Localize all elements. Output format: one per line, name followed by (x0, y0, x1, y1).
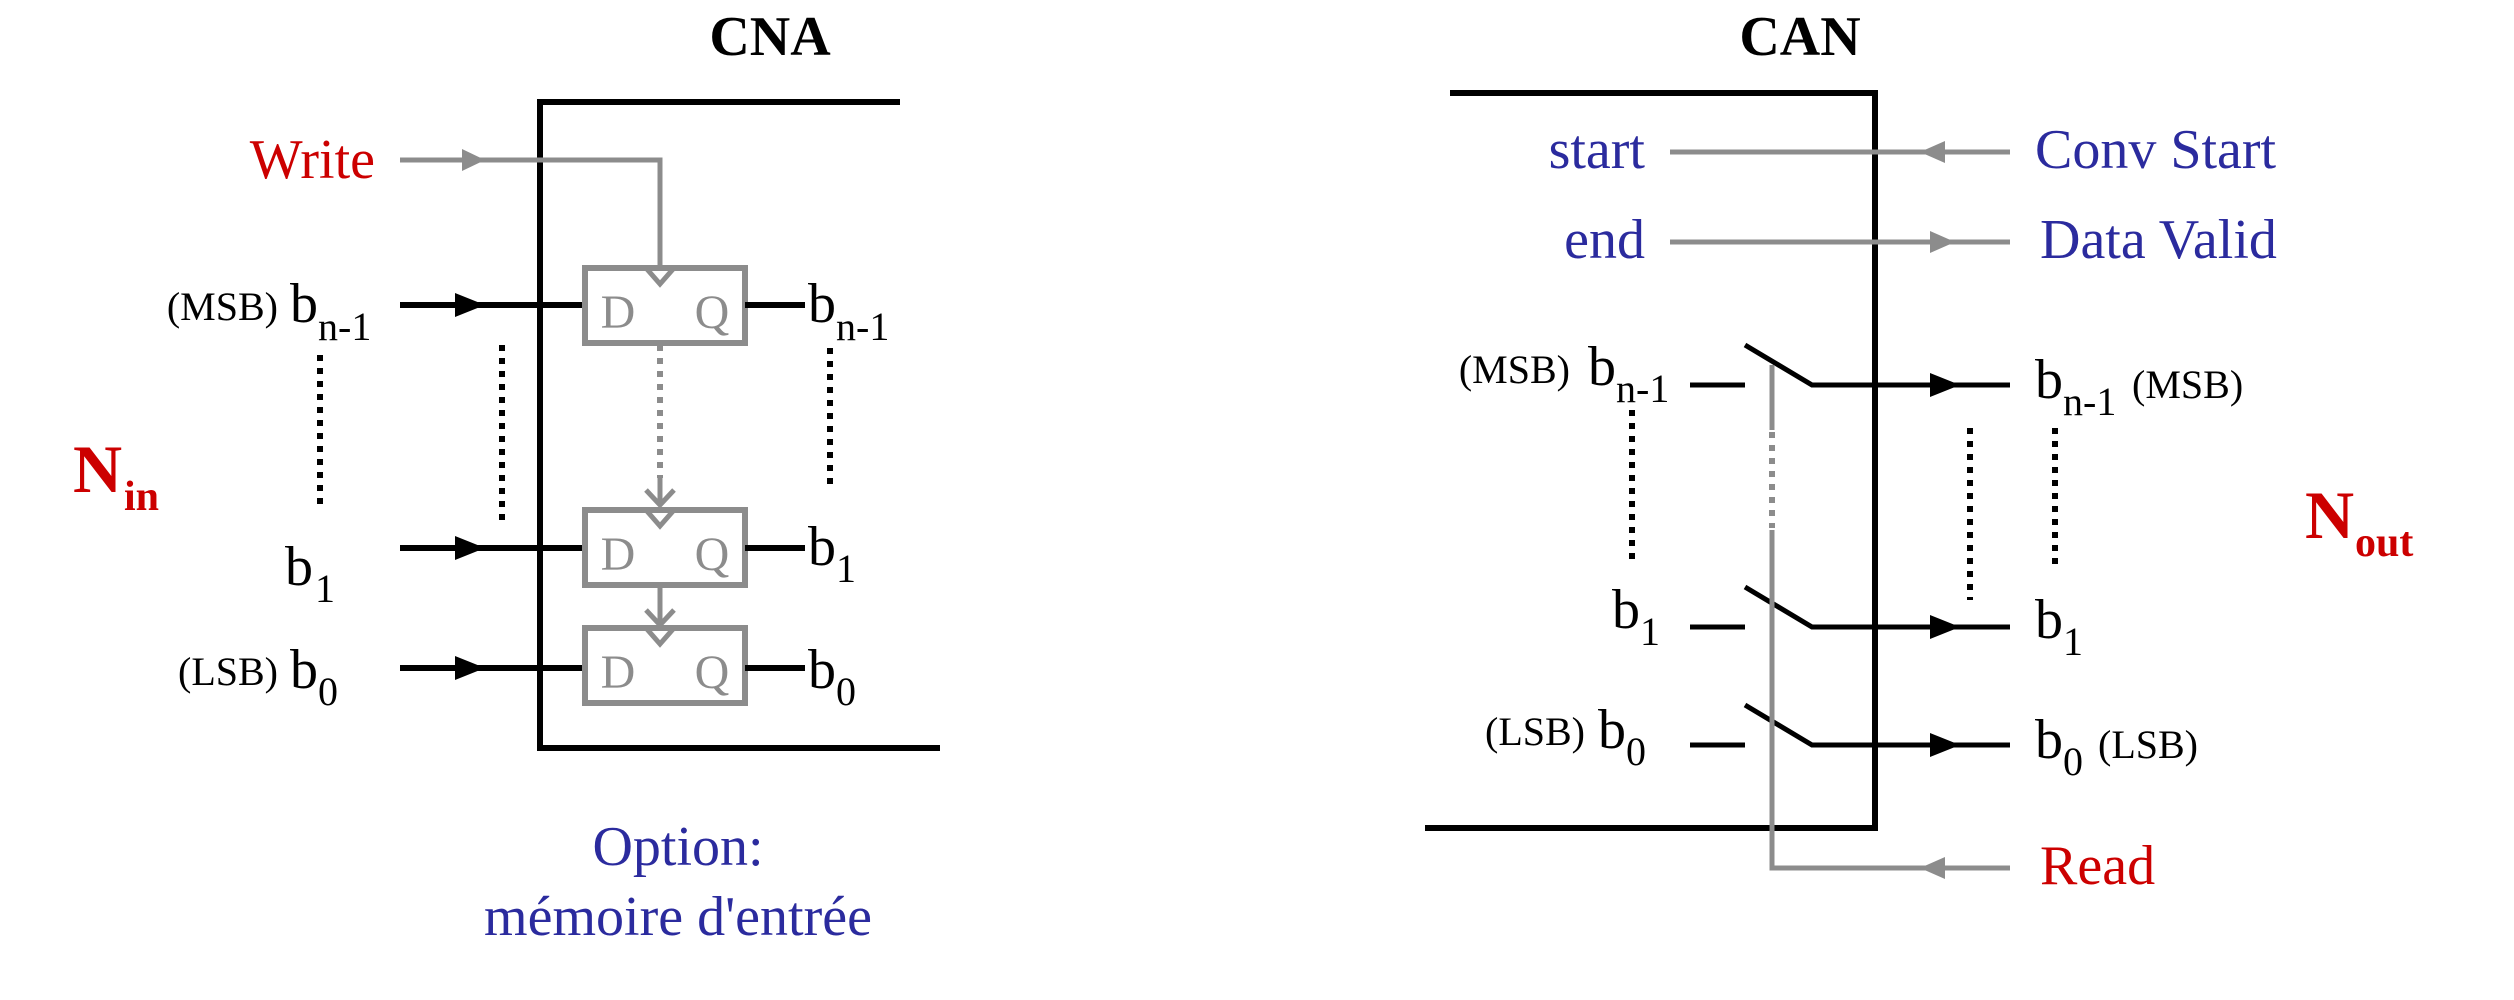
cna-write-label: Write (250, 129, 375, 191)
cna-flipflop-msb: D Q (582, 265, 748, 346)
can-n-out-label: N out (2305, 477, 2413, 566)
can-input-msb-side-label: (MSB) (1459, 347, 1570, 392)
can-output-lsb-arrow (1930, 733, 1960, 757)
cna-caption-line1: Option: (592, 816, 763, 878)
can-output-b1-arrow (1930, 615, 1960, 639)
can-read-arrow (1920, 857, 1945, 879)
cna-write-line (400, 157, 663, 268)
svg-text:D: D (601, 646, 636, 699)
can-end-arrow (1930, 231, 1955, 253)
cna-box-outline (537, 99, 940, 751)
can-data-valid-label: Data Valid (2040, 209, 2277, 271)
can-start-label: start (1549, 119, 1646, 181)
cna-write-arrow (462, 149, 485, 171)
svg-text:Q: Q (695, 646, 730, 699)
svg-text:D: D (601, 528, 636, 581)
can-end-label: end (1564, 209, 1645, 271)
can-block: CAN start Conv Start end Data Valid (MSB… (1425, 6, 2413, 897)
can-box-outline (1425, 90, 1878, 831)
cna-output-lsb-label: b 0 (808, 639, 856, 714)
can-output-lsb-label: b 0 (LSB) (2035, 709, 2198, 784)
cna-block: CNA Write N in (MSB) b n-1 b 1 (LSB (73, 6, 940, 948)
can-input-lsb-label: b 0 (1598, 699, 1646, 774)
cna-n-in-label: N in (73, 431, 159, 520)
cna-input-msb-arrow (455, 293, 485, 317)
cna-input-lsb-side-label: (LSB) (178, 649, 278, 694)
svg-text:D: D (601, 286, 636, 339)
can-conv-start-label: Conv Start (2035, 119, 2277, 181)
can-output-b1-label: b 1 (2035, 589, 2083, 664)
can-input-msb-label: b n-1 (1588, 336, 1669, 411)
can-title: CAN (1739, 6, 1860, 68)
can-output-msb-label: b n-1 (MSB) (2035, 349, 2243, 424)
svg-text:Q: Q (695, 286, 730, 339)
cna-flipflop-chain-arrow (644, 478, 676, 509)
cna-flipflop-lsb: D Q (582, 625, 748, 706)
can-read-label: Read (2040, 835, 2155, 897)
cna-flipflop-b1: D Q (582, 507, 748, 588)
can-read-line (1769, 530, 2010, 871)
can-input-b1-label: b 1 (1612, 579, 1660, 654)
cna-input-b1-label: b 1 (285, 536, 335, 611)
can-input-lsb-side-label: (LSB) (1485, 709, 1585, 754)
cna-input-msb-side-label: (MSB) (167, 284, 278, 329)
cna-output-b1-label: b 1 (808, 516, 856, 591)
can-start-arrow (1920, 141, 1945, 163)
cna-input-lsb-arrow (455, 656, 485, 680)
cna-output-msb-label: b n-1 (808, 273, 889, 349)
cna-input-msb-label: b n-1 (290, 273, 371, 349)
svg-text:Q: Q (695, 528, 730, 581)
cna-flipflop-chain-arrow-2 (644, 587, 676, 629)
can-output-msb-arrow (1930, 373, 1960, 397)
cna-input-lsb-label: b 0 (290, 639, 338, 714)
cna-title: CNA (709, 6, 831, 68)
cna-input-b1-arrow (455, 536, 485, 560)
cna-caption-line2: mémoire d'entrée (484, 886, 872, 948)
